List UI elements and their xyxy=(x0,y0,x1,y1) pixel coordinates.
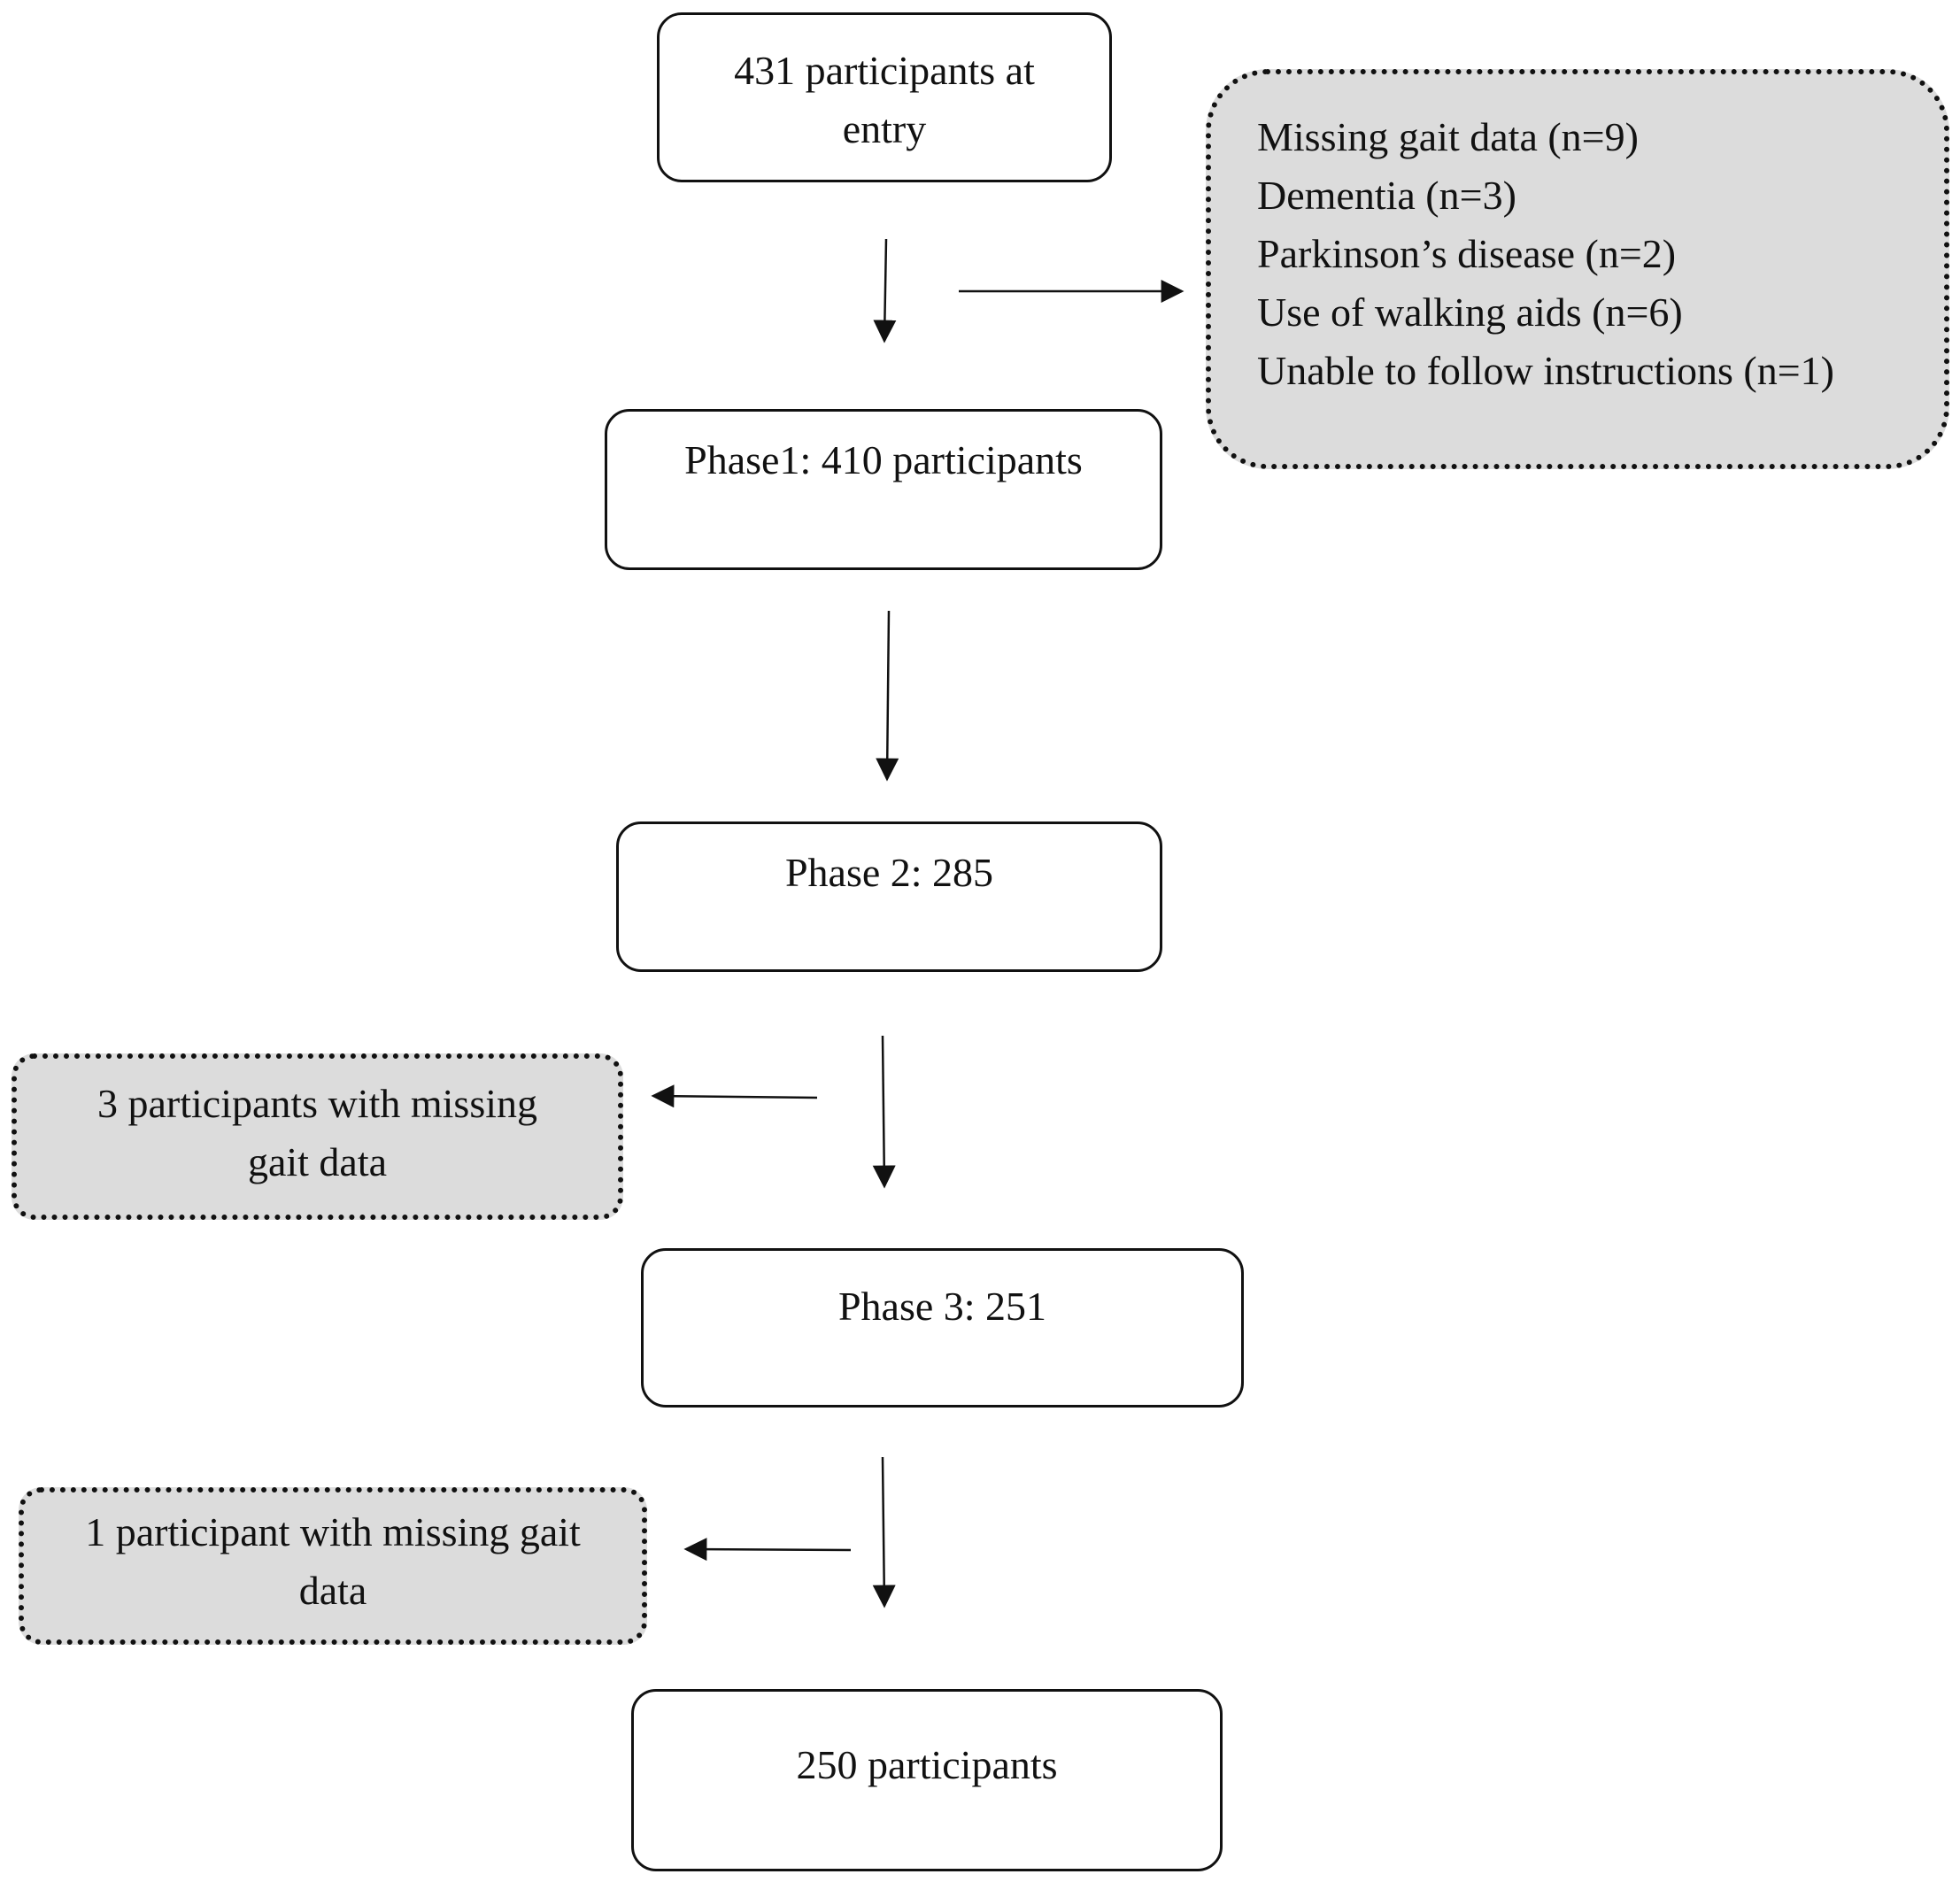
missing-3-line-2: gait data xyxy=(247,1139,388,1184)
missing-gait-3-box: 3 participants with missing gait data xyxy=(12,1053,623,1220)
exclusion-item: Parkinson’s disease (n=2) xyxy=(1257,231,1677,276)
phase1-label: Phase1: 410 participants xyxy=(684,437,1083,482)
exclusion-item: Missing gait data (n=9) xyxy=(1257,114,1639,159)
arrow-phase1-to-phase2 xyxy=(876,610,899,782)
phase3-box: Phase 3: 251 xyxy=(641,1248,1244,1408)
arrow-phase3-to-final xyxy=(872,1456,896,1608)
missing-3-line-1: 3 participants with missing xyxy=(96,1081,537,1126)
exclusions-box: Missing gait data (n=9) Dementia (n=3) P… xyxy=(1206,69,1949,469)
final-box: 250 participants xyxy=(631,1689,1223,1871)
entry-line-2: entry xyxy=(842,106,927,151)
missing-gait-1-box: 1 participant with missing gait data xyxy=(19,1487,647,1645)
exclusion-item: Dementia (n=3) xyxy=(1257,173,1516,218)
missing-1-line-2: data xyxy=(298,1568,367,1613)
phase1-box: Phase1: 410 participants xyxy=(605,409,1162,570)
entry-line-1: 431 participants at xyxy=(734,48,1035,93)
arrow-entry-to-phase1 xyxy=(873,238,897,343)
missing-1-line-1: 1 participant with missing gait xyxy=(85,1509,581,1554)
final-label: 250 participants xyxy=(796,1742,1058,1787)
exclusion-item: Use of walking aids (n=6) xyxy=(1257,289,1683,335)
phase2-box: Phase 2: 285 xyxy=(616,821,1162,972)
phase3-label: Phase 3: 251 xyxy=(837,1284,1047,1329)
phase2-label: Phase 2: 285 xyxy=(784,850,994,895)
entry-box: 431 participants at entry xyxy=(657,12,1112,182)
arrow-phase2-to-phase3 xyxy=(872,1035,896,1189)
exclusion-item: Unable to follow instructions (n=1) xyxy=(1257,348,1834,393)
arrow-to-missing3 xyxy=(651,1084,818,1108)
arrow-to-missing1 xyxy=(683,1538,852,1562)
